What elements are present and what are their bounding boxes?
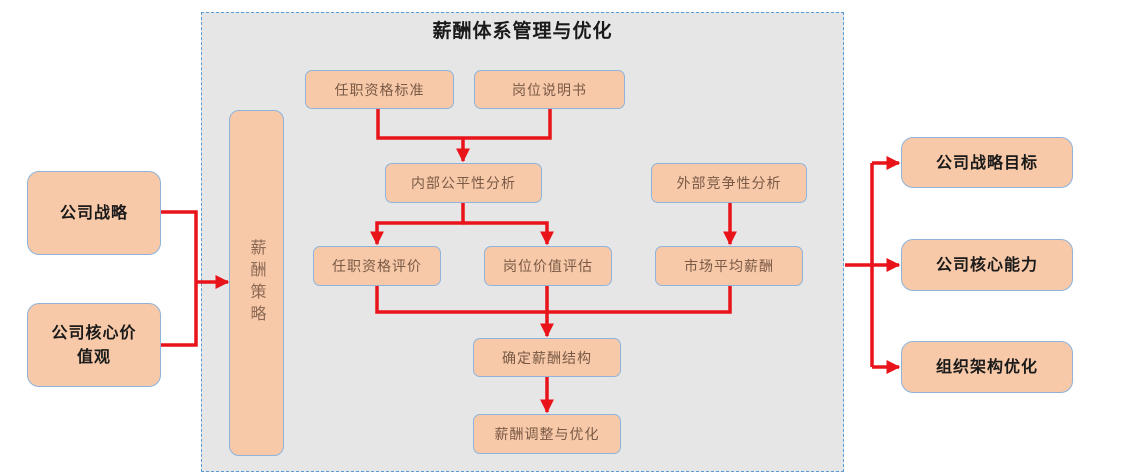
- node-qualification-eval: 任职资格评价: [313, 246, 441, 286]
- connector-left-merge: [161, 210, 198, 347]
- connector-top-merge: [376, 108, 552, 140]
- output-strategic-goals: 公司战略目标: [901, 137, 1073, 188]
- node-job-value-eval: 岗位价值评估: [484, 246, 612, 286]
- diagram-title: 薪酬体系管理与优化: [432, 20, 613, 42]
- node-pay-adjust: 薪酬调整与优化: [473, 414, 621, 454]
- input-core-values: 公司核心价值观: [27, 303, 161, 387]
- input-company-strategy: 公司战略: [27, 171, 161, 255]
- node-market-avg-pay: 市场平均薪酬: [655, 246, 803, 286]
- output-org-optimization: 组织架构优化: [901, 341, 1073, 393]
- node-internal-equity: 内部公平性分析: [385, 163, 542, 203]
- arrow-to-job-value: [463, 221, 554, 246]
- output-core-capability: 公司核心能力: [901, 239, 1073, 291]
- connector-bottom-merge: [375, 286, 732, 314]
- node-pay-structure: 确定薪酬结构: [473, 338, 621, 377]
- strategy-bar: 薪酬策略: [229, 110, 284, 456]
- node-job-description: 岗位说明书: [474, 70, 625, 109]
- node-external-competitiveness: 外部竞争性分析: [651, 163, 807, 203]
- connector-split: [370, 203, 465, 246]
- node-qualification-standard: 任职资格标准: [305, 70, 454, 109]
